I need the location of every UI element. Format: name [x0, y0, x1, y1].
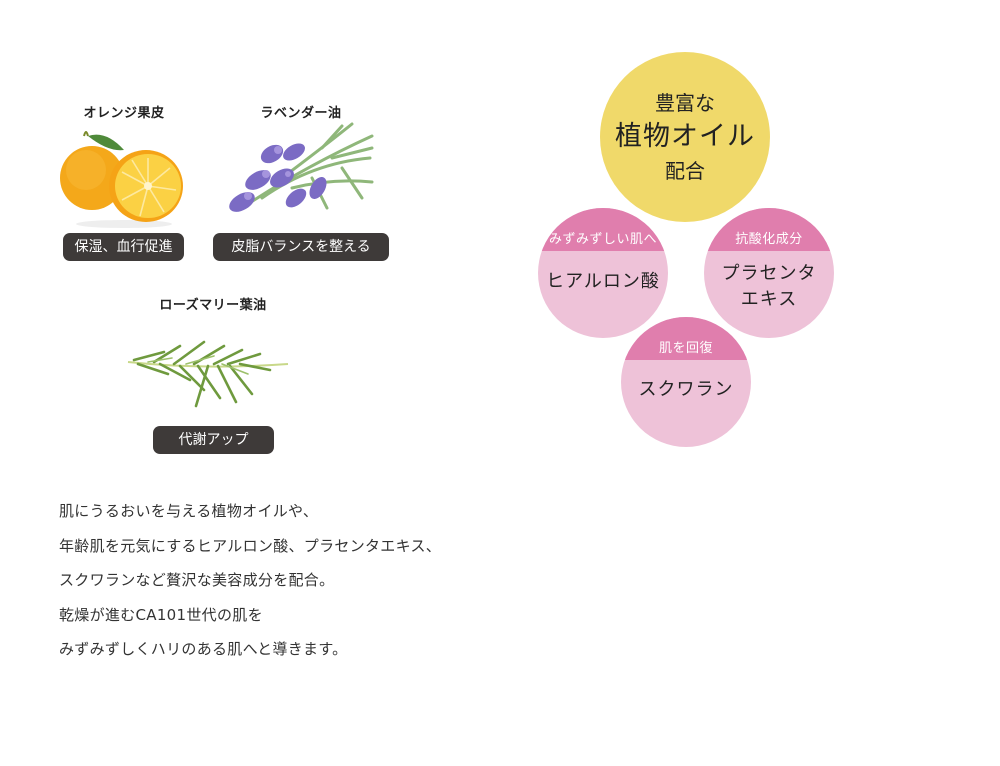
description-line: 乾燥が進むCA101世代の肌を — [59, 605, 263, 624]
description-line: スクワランなど贅沢な美容成分を配合。 — [59, 571, 335, 589]
circle-squalane: 肌を回復 スクワラン — [621, 317, 751, 447]
lavender-icon — [229, 122, 374, 212]
ingredient-title-lavender: ラベンダー油 — [260, 106, 342, 121]
circle-hyaluronic-acid: みずみずしい肌へ ヒアルロン酸 — [538, 208, 668, 338]
circle-label: ヒアルロン酸 — [546, 271, 660, 292]
ingredient-title-rosemary: ローズマリー葉油 — [159, 298, 267, 313]
orange-icon — [60, 131, 183, 228]
description-text: 肌にうるおいを与える植物オイルや、 年齢肌を元気にするヒアルロン酸、プラセンタエ… — [59, 494, 441, 667]
main-circle-line3: 配合 — [665, 159, 705, 183]
benefit-badge-rosemary: 代謝アップ — [153, 426, 274, 454]
ingredient-title-orange: オレンジ果皮 — [83, 106, 165, 121]
circle-label: スクワラン — [638, 379, 734, 400]
description-line: みずみずしくハリのある肌へと導きます。 — [59, 640, 348, 658]
circle-head: 肌を回復 — [621, 317, 751, 360]
circle-placenta-extract: 抗酸化成分 プラセンタ エキス — [704, 208, 834, 338]
circle-head: 抗酸化成分 — [704, 208, 834, 251]
description-line: 年齢肌を元気にするヒアルロン酸、プラセンタエキス、 — [59, 536, 442, 555]
benefit-badge-orange: 保湿、血行促進 — [63, 233, 184, 261]
rosemary-icon — [127, 340, 289, 408]
main-circle-line1: 豊富な — [655, 91, 715, 115]
circle-plant-oil: 豊富な 植物オイル 配合 — [600, 52, 770, 222]
benefit-badge-lavender: 皮脂バランスを整える — [213, 233, 389, 261]
main-circle-line2: 植物オイル — [615, 121, 755, 152]
circle-head: みずみずしい肌へ — [538, 208, 668, 251]
circle-label: プラセンタ — [721, 263, 817, 284]
circle-label: エキス — [740, 289, 798, 310]
description-line: 肌にうるおいを与える植物オイルや、 — [59, 502, 319, 520]
